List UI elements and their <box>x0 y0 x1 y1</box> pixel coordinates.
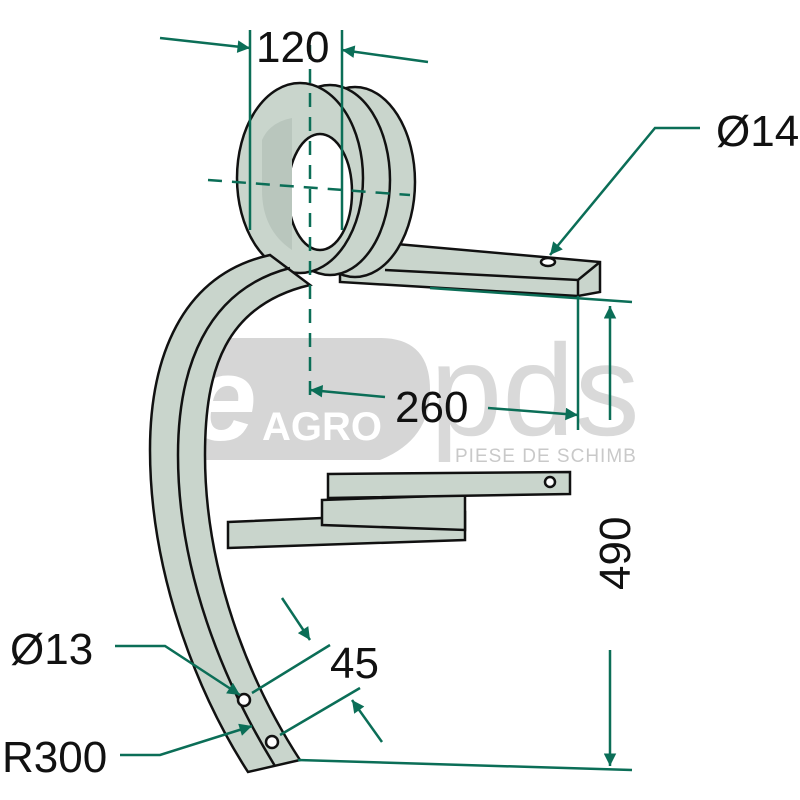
dim-mount-hole: Ø14 <box>716 107 799 156</box>
spring-coil <box>235 81 417 279</box>
svg-text:PIESE DE SCHIMB: PIESE DE SCHIMB <box>455 446 637 467</box>
dim-coil-width: 120 <box>256 23 329 72</box>
dim-radius: R300 <box>2 733 107 782</box>
watermark-logo: e AGRO pds PIESE DE SCHIMB <box>180 317 640 467</box>
dim-tip-hole: Ø13 <box>10 625 93 674</box>
dimension-lines <box>115 30 700 772</box>
svg-text:AGRO: AGRO <box>262 405 382 449</box>
dim-hole-spacing: 45 <box>330 639 379 688</box>
dim-height: 490 <box>591 517 640 590</box>
svg-text:pds: pds <box>430 317 640 463</box>
dim-arm-length: 260 <box>395 383 468 432</box>
side-view <box>226 470 572 550</box>
tine-body <box>148 253 313 774</box>
